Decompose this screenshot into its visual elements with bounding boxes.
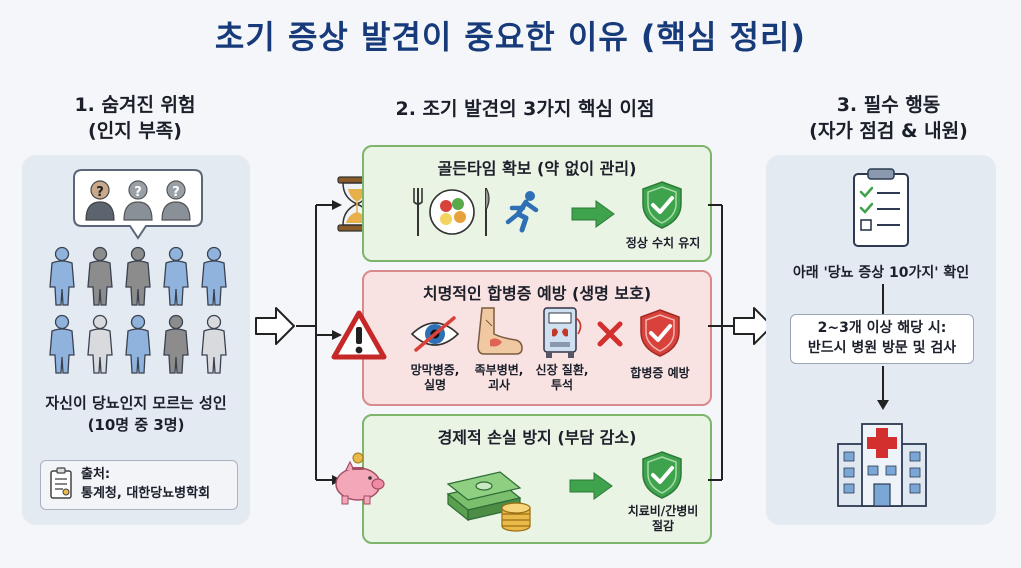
piggy-bank-icon — [335, 452, 385, 505]
caption-line-2: (10명 중 3명) — [87, 416, 185, 434]
hospital-visit-box: 2~3개 이상 해당 시: 반드시 병원 방문 및 검사 — [790, 314, 974, 364]
dialysis-machine-icon — [543, 307, 582, 358]
injured-foot-icon — [477, 307, 523, 355]
hospital-icon — [837, 423, 927, 507]
money-stack-icon — [446, 471, 531, 532]
svg-text:?: ? — [134, 185, 142, 200]
svg-text:?: ? — [96, 185, 104, 200]
arrow-right-icon-2 — [733, 307, 773, 345]
col2-heading: 2. 조기 발견의 3가지 핵심 이점 — [395, 98, 655, 120]
eye-crossed-icon — [410, 316, 460, 352]
economic-title: 경제적 손실 방지 (부담 감소) — [437, 428, 637, 447]
check-symptoms-text: 아래 '당뇨 증상 10가지' 확인 — [792, 265, 970, 281]
branch-connector — [296, 200, 342, 485]
col1-subtitle: (인지 부족) — [88, 120, 182, 142]
svg-text:?: ? — [172, 185, 180, 200]
healthy-meal-icon — [413, 187, 490, 236]
down-connector-1 — [882, 284, 884, 314]
complication-prevention-label: 합병증 예방 — [630, 366, 690, 380]
checklist-clipboard-icon — [853, 168, 909, 247]
source-label: 출처: — [81, 467, 111, 482]
col1-heading: 1. 숨겨진 위험 (인지 부족) — [20, 92, 250, 144]
caption-line-1: 자신이 당뇨인지 모르는 성인 — [45, 394, 227, 412]
col3-subtitle: (자가 점검 & 내원) — [809, 120, 968, 142]
shield-check-icon-2 — [642, 451, 682, 499]
unaware-people-bubble-icon: ? ? ? — [73, 169, 203, 240]
golden-time-title: 골든타임 확보 (약 없이 관리) — [437, 159, 637, 178]
red-shield-check-icon — [640, 309, 680, 357]
document-icon — [50, 467, 72, 499]
green-arrow-icon — [571, 200, 615, 228]
complication-title: 치명적인 합병증 예방 (생명 보호) — [422, 284, 652, 303]
running-person-icon — [505, 191, 539, 233]
arrow-right-icon — [255, 307, 295, 345]
warning-icon — [331, 310, 387, 360]
red-x-icon — [597, 321, 623, 347]
normal-level-label: 정상 수치 유지 — [625, 236, 701, 250]
arrow-down-icon — [877, 366, 889, 410]
cost-saving-label: 치료비/간병비 절감 — [627, 504, 699, 533]
foot-ulcer-label: 족부병변, 괴사 — [474, 363, 524, 392]
source-box: 출처: 통계청, 대한당뇨병학회 — [40, 460, 238, 510]
flow-line-1: 2~3개 이상 해당 시: — [817, 320, 947, 336]
col3-title: 3. 필수 행동 — [836, 94, 941, 116]
ten-adults-icon — [49, 246, 227, 374]
unaware-adults-caption: 자신이 당뇨인지 모르는 성인 (10명 중 3명) — [22, 392, 250, 436]
col1-title: 1. 숨겨진 위험 — [74, 94, 196, 116]
kidney-disease-label: 신장 질환, 투석 — [535, 363, 589, 392]
col3-heading: 3. 필수 행동 (자가 점검 & 내원) — [776, 92, 1001, 144]
shield-check-icon — [642, 181, 682, 229]
source-text: 통계청, 대한당뇨병학회 — [81, 486, 211, 501]
green-arrow-icon-2 — [569, 472, 613, 500]
page-title: 초기 증상 발견이 중요한 이유 (핵심 정리) — [214, 18, 807, 56]
flow-line-2: 반드시 병원 방문 및 검사 — [807, 340, 957, 356]
retinopathy-label: 망막병증, 실명 — [410, 363, 460, 392]
